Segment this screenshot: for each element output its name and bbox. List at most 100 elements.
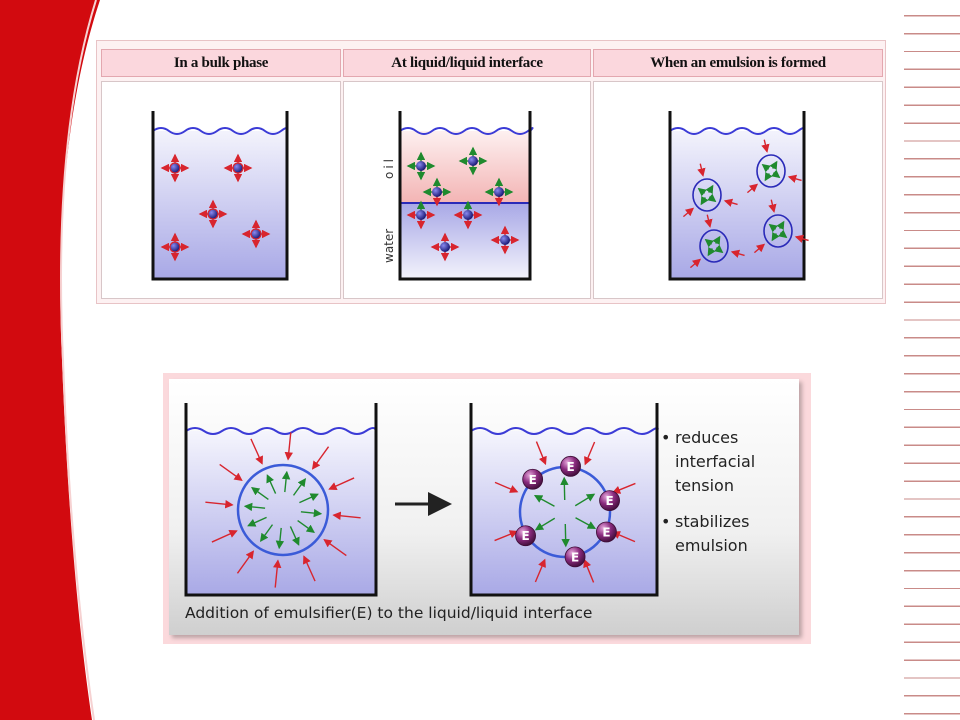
force-arrow [771, 169, 781, 179]
effect-stabilizes-emulsion: • stabilizes emulsion [661, 510, 801, 558]
force-arrow [574, 493, 596, 507]
force-arrow [494, 530, 519, 542]
emulsifier-molecule: E [522, 468, 544, 490]
molecule [207, 208, 219, 220]
force-arrow [273, 559, 282, 588]
force-arrow [299, 493, 319, 504]
force-arrow [281, 470, 291, 493]
molecule [432, 187, 442, 197]
molecule [494, 187, 504, 197]
bottom-figure: E E E E E E • reduces interfacial tension • s… [163, 373, 811, 644]
force-arrow [761, 139, 770, 153]
force-arrow [205, 500, 234, 509]
force-arrow [583, 558, 595, 583]
force-arrow [250, 438, 263, 465]
force-arrow [534, 558, 546, 583]
force-arrow [575, 517, 597, 529]
effect-text: stabilizes emulsion [675, 512, 750, 555]
force-arrow [704, 238, 714, 248]
column-heading-bulk-phase: In a bulk phase [101, 49, 341, 77]
force-arrow [697, 187, 707, 197]
force-arrow [705, 184, 714, 195]
emulsifier-label: E [566, 460, 574, 474]
force-arrow [289, 526, 300, 546]
force-arrow [211, 530, 238, 543]
force-arrow [746, 183, 759, 194]
force-arrow [761, 163, 771, 173]
force-arrow [560, 476, 569, 501]
oil-phase-label: oil [382, 156, 396, 179]
force-arrow [712, 235, 721, 246]
force-arrow [794, 234, 809, 243]
bullet-marker: • [661, 512, 671, 531]
force-arrow [723, 198, 738, 207]
emulsifier-label: E [602, 526, 610, 540]
droplet [756, 154, 786, 188]
molecule [416, 210, 426, 220]
droplet [699, 229, 729, 263]
droplet [763, 214, 793, 248]
emulsifier-molecule: E [599, 490, 620, 512]
force-arrow [704, 214, 713, 228]
bullet-marker: • [661, 428, 671, 447]
force-arrow [494, 481, 519, 493]
force-arrow [700, 195, 709, 206]
emulsifier-label: E [571, 550, 579, 564]
force-arrow [300, 508, 323, 518]
emulsifier-ball [599, 490, 620, 512]
force-arrow [292, 478, 307, 496]
force-arrow [259, 524, 274, 542]
bottom-figure-drawing: E E E E E E [184, 403, 659, 597]
emulsifier-label: E [605, 494, 613, 508]
force-arrow [682, 207, 695, 218]
molecule [440, 242, 450, 252]
top-figure-drawing: oil water [151, 111, 809, 281]
force-arrow [284, 432, 293, 461]
force-arrow [323, 538, 347, 557]
force-arrow [534, 517, 556, 531]
beaker-without-emulsifier [184, 403, 378, 597]
force-arrow [778, 229, 788, 239]
water-phase-label: water [382, 229, 396, 263]
force-arrow [771, 231, 780, 242]
force-arrow [768, 223, 778, 233]
red-curved-band [0, 0, 100, 720]
force-arrow [707, 246, 716, 257]
emulsifier-label: E [529, 473, 537, 487]
force-arrow [787, 174, 802, 183]
force-arrow [776, 220, 785, 231]
force-arrow [251, 486, 269, 501]
force-arrow [697, 163, 706, 177]
molecule [463, 210, 473, 220]
bottom-figure-card: E E E E E E • reduces interfacial tension • s… [169, 379, 799, 635]
molecule [169, 241, 181, 253]
force-arrow [219, 463, 243, 482]
emulsifier-molecule: E [564, 546, 586, 568]
effect-reduces-tension: • reduces interfacial tension [661, 426, 801, 498]
figure-caption: Addition of emulsifier(E) to the liquid/… [185, 604, 593, 622]
force-arrow [611, 482, 636, 494]
white-curve-line [60, 0, 97, 720]
emulsifier-ball [522, 468, 544, 490]
molecule [500, 235, 510, 245]
top-figure: In a bulk phase At liquid/liquid interfa… [96, 40, 886, 304]
emulsifier-ball [560, 455, 581, 477]
force-arrow [303, 555, 316, 582]
emulsifier-molecule: E [596, 521, 617, 543]
emulsifier-molecule: E [515, 525, 536, 547]
force-arrow [247, 516, 267, 527]
emulsifier-molecule: E [560, 455, 581, 477]
emulsifier-ball [515, 525, 536, 547]
force-arrow [533, 495, 555, 507]
column-heading-interface: At liquid/liquid interface [343, 49, 591, 77]
molecule [250, 228, 262, 240]
molecule [468, 156, 478, 166]
force-arrow [764, 171, 773, 182]
effect-text: reduces interfacial tension [675, 428, 756, 495]
beaker-with-emulsifier: E E E E E E [469, 403, 659, 597]
emulsifier-label: E [521, 529, 529, 543]
beaker-bulk-phase [151, 111, 289, 281]
effects-list: • reduces interfacial tension • stabiliz… [661, 426, 801, 570]
droplet [692, 178, 722, 212]
liquid-surface-wave [152, 127, 289, 135]
